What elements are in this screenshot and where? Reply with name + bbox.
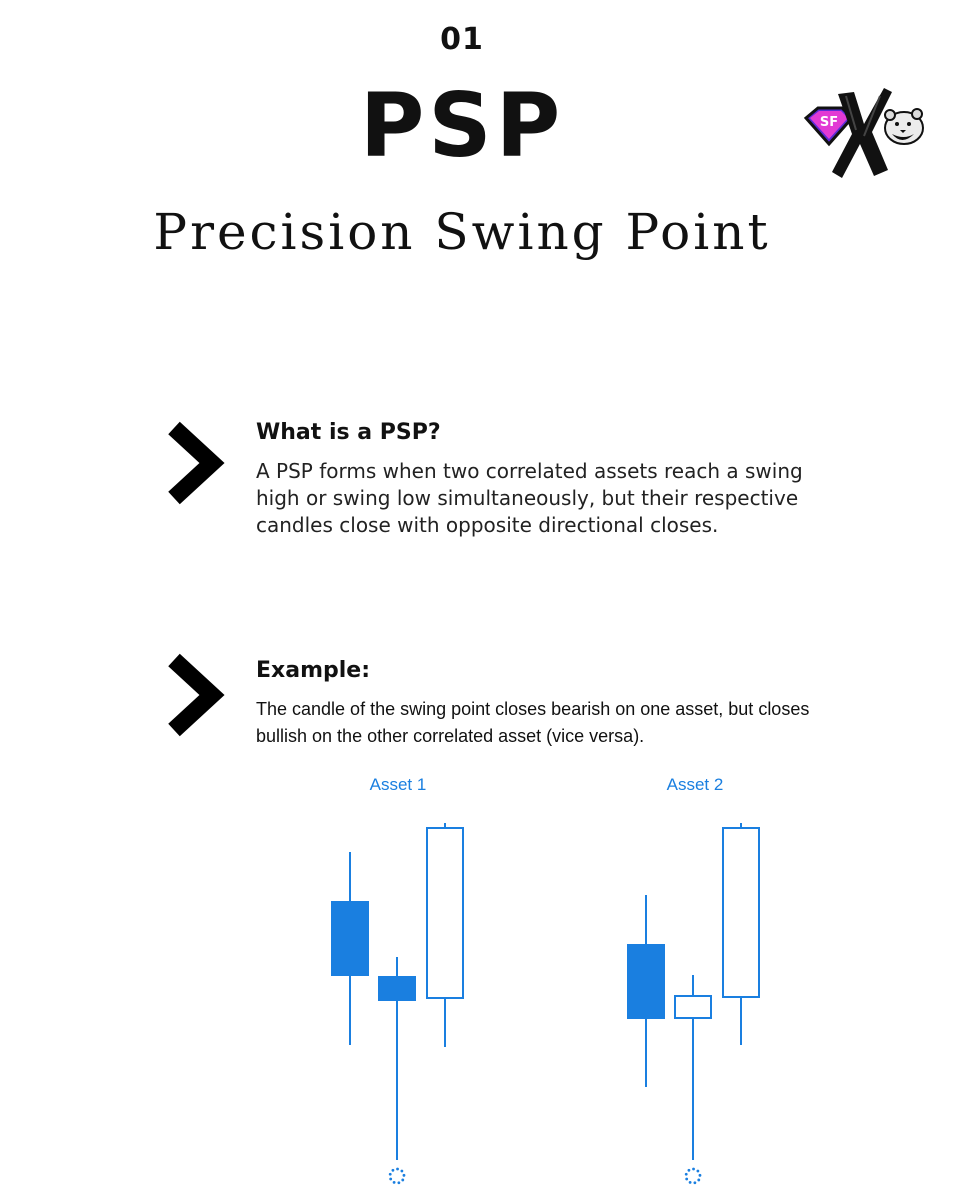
asset-label-1: Asset 1 (369, 775, 427, 794)
page-title: PSP (359, 74, 565, 177)
section-body-what: A PSP forms when two correlated assets r… (256, 459, 803, 537)
section-heading-example: Example: (256, 658, 370, 683)
diamond-sf-icon: SF (803, 106, 855, 147)
candle-body-bullish (426, 827, 464, 999)
slide-number: 01 (440, 22, 484, 57)
x-mark-icon (832, 88, 892, 178)
logo-text: SF (820, 115, 838, 130)
asset-label-2: Asset 2 (666, 775, 724, 794)
bear-head-icon (884, 108, 924, 145)
candle-body-bullish (674, 995, 712, 1019)
section-body-example: The candle of the swing point closes bea… (256, 699, 810, 746)
candle-body-bullish (722, 827, 760, 998)
candle-body-bearish (378, 976, 416, 1001)
page-subtitle: Precision Swing Point (153, 203, 771, 261)
chevron-right-icon (164, 650, 228, 740)
swing-point-marker-icon (684, 1167, 702, 1185)
candlestick-illustration (331, 823, 760, 1185)
chevron-right-icon (164, 418, 228, 508)
brand-logo: SF (796, 86, 926, 182)
section-heading-what: What is a PSP? (256, 420, 441, 445)
swing-point-marker-icon (388, 1167, 406, 1185)
candle-body-bearish (627, 944, 665, 1019)
candle-body-bearish (331, 901, 369, 976)
